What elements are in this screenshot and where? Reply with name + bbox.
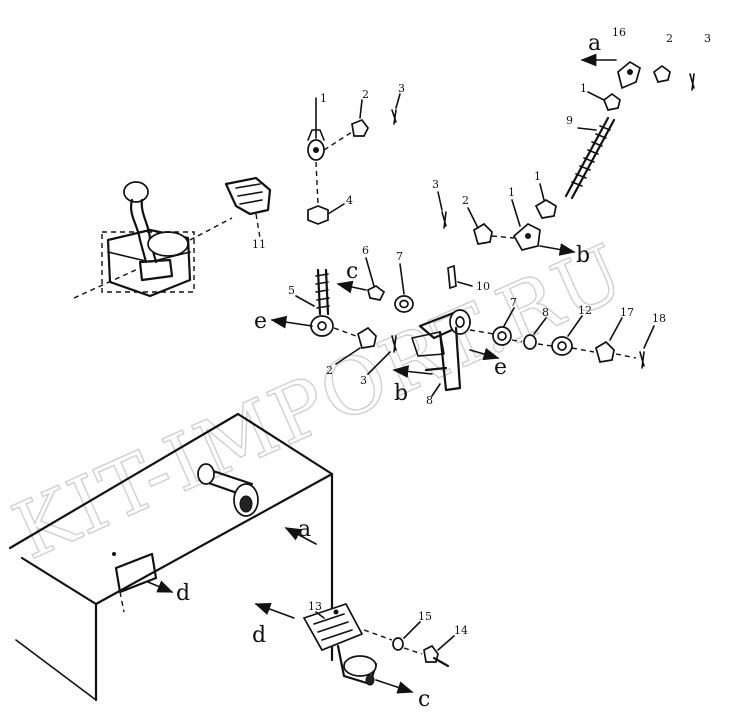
callout-3c: 3 [432, 178, 439, 191]
bracket-post [336, 644, 378, 686]
nut-17 [595, 340, 615, 363]
arrow-label-e-left: e [254, 309, 267, 334]
nut-1c [534, 199, 557, 219]
cotter-pin-3c [441, 211, 447, 229]
arrow-d-box [147, 580, 174, 593]
upper-joint-group: 1 2 3 4 [307, 82, 405, 225]
callout-2b: 2 [666, 32, 673, 45]
case-top-edge [8, 412, 334, 662]
arrow-label-a-top: a [588, 31, 601, 56]
arrow-b-right [539, 243, 576, 256]
cotter-pin-3a [391, 109, 397, 125]
grease-fitting-10 [447, 264, 457, 290]
bottom-bracket-group: d c 13 15 14 [252, 600, 468, 712]
lever-rod [73, 267, 141, 299]
callout-8a: 8 [542, 306, 549, 319]
nut-4 [307, 205, 329, 225]
callout-11: 11 [252, 238, 266, 251]
nut-2c [473, 222, 493, 245]
callout-6: 6 [362, 244, 369, 257]
cotter-pin-3b [689, 73, 695, 91]
callout-10: 10 [476, 280, 490, 293]
callout-3b: 3 [704, 32, 711, 45]
arrow-label-e-right: e [494, 355, 507, 380]
arrow-c-mid [336, 280, 367, 294]
callout-2d: 2 [326, 364, 333, 377]
callout-3d: 3 [360, 374, 367, 387]
callout-9: 9 [566, 114, 573, 127]
arrow-b-bottom [392, 365, 433, 378]
arrow-c-bottom [375, 679, 414, 694]
callout-3a: 3 [398, 82, 405, 95]
cotter-pin-18 [639, 351, 645, 369]
callout-1b: 1 [580, 82, 587, 95]
bolt-8b [424, 366, 448, 372]
left-rod-group: e 5 2 3 [254, 268, 397, 387]
lever-shaft [130, 198, 148, 264]
arrow-label-d-box: d [176, 581, 190, 606]
callout-13: 13 [308, 600, 322, 613]
arrow-a-box [284, 527, 317, 545]
arrow-label-b-right: b [576, 243, 590, 268]
callout-2a: 2 [362, 88, 369, 101]
bushing-6 [367, 285, 386, 301]
callout-12: 12 [578, 304, 592, 317]
watermark-text: KIT-IMPORT.RU [1, 228, 638, 578]
callout-5: 5 [288, 284, 295, 297]
callout-18: 18 [652, 312, 666, 325]
callout-2c: 2 [462, 194, 469, 207]
nut-2b [652, 64, 671, 83]
nut-2d [357, 326, 377, 349]
nut-1b [602, 92, 621, 111]
middle-right-joint-group: b 3 2 1 [432, 178, 590, 268]
bracket-11 [224, 176, 272, 216]
shaft-lever-arm [438, 326, 462, 392]
arrow-label-a-box: a [298, 517, 311, 542]
arrow-label-b-bottom: b [394, 381, 408, 406]
callout-14: 14 [454, 624, 468, 637]
arrow-e-right [469, 347, 500, 361]
nut-2a [351, 118, 369, 137]
cross-shaft-assembly: c 6 7 10 e 7 8 12 17 18 [336, 244, 666, 407]
arrow-e-left [270, 315, 313, 329]
callout-4: 4 [346, 194, 353, 207]
rod-end-16 [617, 60, 641, 90]
arrow-label-c-bottom: c [418, 687, 430, 712]
washer-8a [523, 334, 537, 350]
transmission-case: a d [8, 412, 334, 702]
arrow-label-d-bottom: d [252, 623, 266, 648]
callout-15: 15 [418, 610, 432, 623]
callout-1a: 1 [320, 92, 327, 105]
callout-8b: 8 [426, 394, 433, 407]
callout-1c: 1 [534, 170, 541, 183]
callout-7a: 7 [396, 250, 403, 263]
callout-16: 16 [612, 26, 626, 39]
arrow-label-c-mid: c [346, 259, 358, 284]
washer-15 [392, 637, 404, 651]
callout-17: 17 [620, 306, 634, 319]
lever-knob [123, 181, 149, 203]
case-plate [114, 552, 158, 594]
gear-lever-assembly: 11 [73, 176, 272, 299]
upper-right-rod-group: a 16 2 3 1 9 1 [534, 26, 711, 219]
arrow-d-bottom [254, 602, 295, 619]
callout-1d: 1 [508, 186, 515, 199]
cotter-pin-3d [391, 335, 397, 353]
callout-7b: 7 [510, 296, 517, 309]
